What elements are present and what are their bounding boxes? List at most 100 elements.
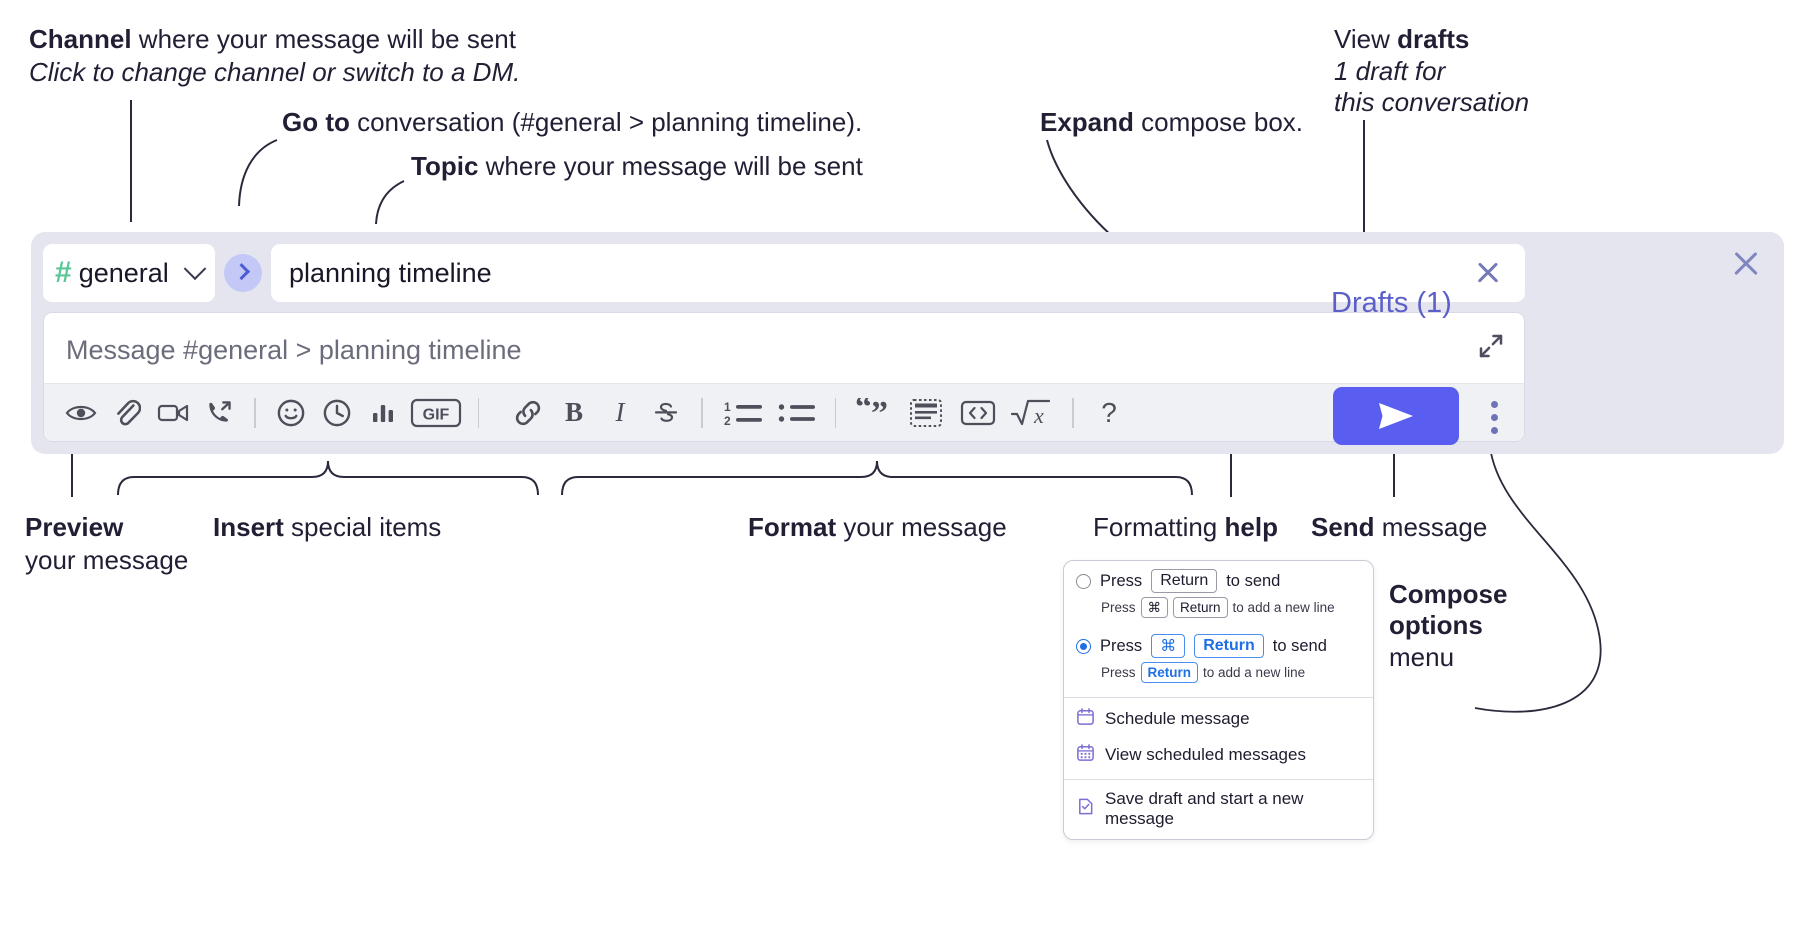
annotation-topic-bold: Topic — [411, 151, 479, 181]
chevron-down-icon — [183, 257, 207, 281]
annotation-drafts-bold: drafts — [1397, 24, 1470, 54]
svg-text:GIF: GIF — [422, 406, 449, 423]
annotation-topic-rest: where your message will be sent — [478, 151, 863, 181]
svg-text:B: B — [565, 398, 583, 427]
svg-text:I: I — [615, 398, 627, 427]
gif-icon[interactable]: GIF — [406, 391, 466, 435]
calendar-schedule-icon — [1076, 707, 1095, 731]
compose-header-row: # general planning timeline — [43, 244, 1525, 302]
annotation-expand: Expand compose box. — [1040, 106, 1303, 139]
annotation-expand-bold: Expand — [1040, 107, 1134, 137]
dot — [1490, 426, 1498, 434]
attachment-icon[interactable] — [104, 391, 150, 435]
annotation-preview: Preview — [25, 511, 123, 544]
menu-option-return-sub: Press ⌘ Return to add a new line — [1064, 595, 1373, 626]
annotation-goto: Go to conversation (#general > planning … — [282, 106, 862, 139]
annotation-format: Format your message — [748, 511, 1007, 544]
compose-options-button[interactable] — [1483, 395, 1505, 439]
option1-sub-tail: to add a new line — [1232, 600, 1335, 615]
menu-item-save-draft[interactable]: Save draft and start a new message — [1064, 780, 1373, 839]
clock-icon[interactable] — [314, 391, 360, 435]
annotation-channel-bold: Channel — [29, 24, 132, 54]
hash-icon: # — [55, 256, 72, 289]
topic-field[interactable]: planning timeline — [271, 244, 1525, 302]
annotation-formatting-help: Formatting help — [1093, 511, 1278, 544]
clear-topic-icon[interactable] — [1473, 258, 1503, 288]
annotation-help-bold: help — [1224, 512, 1278, 542]
annotation-preview-line2: your message — [25, 544, 188, 577]
bulleted-list-icon[interactable] — [771, 391, 823, 435]
svg-text:x: x — [1033, 403, 1044, 428]
annotation-channel-italic: Click to change channel or switch to a D… — [29, 57, 521, 87]
annotation-send: Send message — [1311, 511, 1487, 544]
option2-sub-key-return: Return — [1140, 662, 1199, 683]
menu-option-cmd-return-to-send[interactable]: Press ⌘ Return to send — [1064, 626, 1373, 660]
annotation-send-rest: message — [1374, 512, 1488, 542]
strikethrough-icon[interactable] — [643, 391, 689, 435]
annotation-expand-rest: compose box. — [1133, 107, 1304, 137]
call-icon[interactable] — [196, 391, 242, 435]
help-icon[interactable]: ? — [1086, 391, 1132, 435]
compose-panel: # general planning timeline Message #gen… — [31, 232, 1784, 454]
emoji-icon[interactable] — [268, 391, 314, 435]
annotation-insert: Insert special items — [213, 511, 441, 544]
close-icon[interactable] — [1730, 248, 1762, 280]
dot — [1490, 400, 1498, 408]
option1-sub-key-return: Return — [1173, 597, 1228, 618]
toolbar-divider — [1072, 397, 1074, 428]
math-icon[interactable]: x — [1004, 391, 1060, 435]
annotation-drafts-italic1: 1 draft for — [1334, 56, 1446, 86]
menu-divider — [1064, 697, 1373, 698]
link-icon[interactable] — [505, 391, 551, 435]
radio-unselected-icon[interactable] — [1076, 573, 1091, 589]
send-button[interactable] — [1333, 387, 1459, 445]
bold-icon[interactable]: B — [551, 391, 597, 435]
option2-tosend: to send — [1272, 636, 1327, 655]
ordered-list-icon[interactable]: 1 2 — [715, 391, 771, 435]
svg-text:2: 2 — [724, 414, 731, 428]
code-block-icon[interactable] — [900, 391, 952, 435]
inline-code-icon[interactable] — [952, 391, 1004, 435]
annotation-drafts-italic2: this conversation — [1334, 87, 1530, 117]
channel-name: general — [78, 257, 169, 288]
menu-item-schedule-message[interactable]: Schedule message — [1064, 698, 1373, 737]
radio-selected-icon[interactable] — [1076, 638, 1091, 654]
annotation-drafts-rest: View — [1334, 24, 1398, 54]
message-input-box[interactable]: Message #general > planning timeline — [43, 312, 1525, 442]
menu-option-return-to-send[interactable]: Press Return to send — [1064, 561, 1373, 595]
annotation-compose-options-bold2: options — [1389, 610, 1483, 640]
option2-press: Press — [1100, 636, 1143, 655]
svg-text:“: “ — [855, 398, 872, 426]
option1-tosend: to send — [1226, 571, 1281, 590]
annotation-compose-options-bold1: Compose — [1389, 579, 1508, 609]
annotation-insert-rest: special items — [283, 512, 442, 542]
compose-options-menu: Press Return to send Press ⌘ Return to a… — [1063, 560, 1374, 840]
annotation-format-bold: Format — [748, 512, 837, 542]
annotation-topic: Topic where your message will be sent — [411, 150, 863, 183]
channel-selector[interactable]: # general — [43, 244, 215, 302]
menu-item-view-scheduled-messages[interactable]: View scheduled messages — [1064, 737, 1373, 773]
menu-item-label: View scheduled messages — [1105, 745, 1306, 764]
preview-icon[interactable] — [58, 391, 104, 435]
option2-sub-tail: to add a new line — [1203, 665, 1306, 680]
annotation-drafts: View drafts — [1334, 23, 1469, 56]
svg-text:”: ” — [871, 398, 888, 428]
video-icon[interactable] — [150, 391, 196, 435]
drafts-link[interactable]: Drafts (1) — [1331, 287, 1452, 319]
expand-icon[interactable] — [1476, 331, 1506, 361]
topic-value: planning timeline — [289, 257, 492, 288]
poll-icon[interactable] — [360, 391, 406, 435]
annotation-channel-sub: Click to change channel or switch to a D… — [29, 56, 520, 89]
compose-inner: # general planning timeline Message #gen… — [43, 244, 1525, 442]
quote-icon[interactable]: “ ” — [848, 391, 900, 435]
annotation-channel-rest: where your message will be sent — [131, 24, 516, 54]
send-icon — [1379, 403, 1413, 429]
svg-text:?: ? — [1101, 397, 1117, 428]
annotation-compose-options-rest: menu — [1389, 642, 1455, 672]
option1-sub-key-cmd: ⌘ — [1140, 597, 1169, 618]
toolbar-divider — [701, 397, 703, 428]
italic-icon[interactable]: I — [597, 391, 643, 435]
goto-conversation-button[interactable] — [224, 254, 262, 292]
annotation-compose-options-3: menu — [1389, 641, 1454, 674]
